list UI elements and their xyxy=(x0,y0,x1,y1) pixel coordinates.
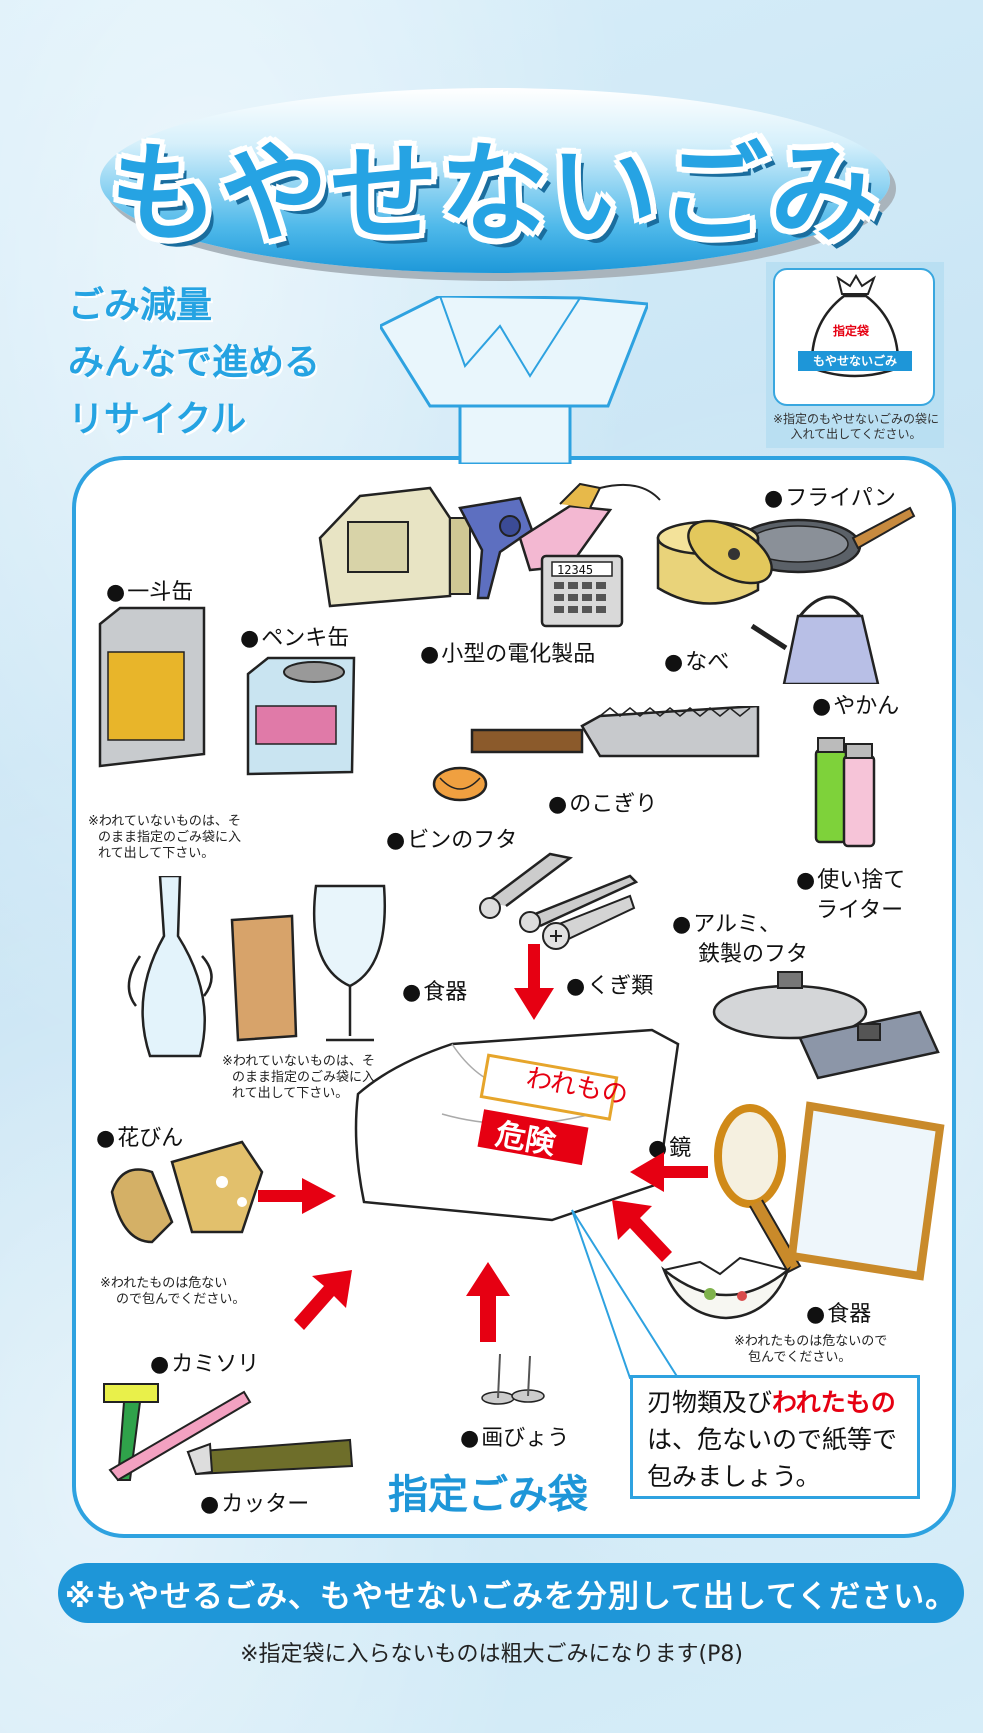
label-bottle-cap: ビンのフタ xyxy=(386,822,517,854)
note-vase-1: ※われたものは危ない xyxy=(100,1276,228,1291)
label-oil-can: 一斗缶 xyxy=(106,574,193,606)
bag-label: もやせないごみ xyxy=(798,351,912,371)
designated-bag-frame xyxy=(773,268,935,406)
small-appliances-icon: 12345 xyxy=(318,482,661,628)
note-vase-2: ので包んでください。 xyxy=(116,1292,246,1307)
arrow-up-left-icon xyxy=(612,1200,672,1262)
arrow-down-icon xyxy=(514,944,554,1020)
nails-icon xyxy=(479,852,639,950)
note-cans-2: のまま指定のごみ袋に入 xyxy=(98,830,242,845)
slogan-line-3: リサイクル xyxy=(68,399,247,440)
arrow-up-icon xyxy=(466,1262,510,1342)
warning-text-2: は、危ないので紙等で xyxy=(647,1425,898,1454)
bottle-cap-icon xyxy=(432,766,488,802)
label-cutter: カッター xyxy=(200,1486,309,1518)
title-banner xyxy=(100,88,890,273)
warning-box: 刃物類及びわれたもの は、危ないので紙等で 包みましょう。 xyxy=(630,1375,920,1499)
note-glass-3: れて出して下さい。 xyxy=(232,1086,349,1101)
label-thumbtack: 画びょう xyxy=(460,1420,569,1452)
label-aluminum-lid-2: 鉄製のフタ xyxy=(698,942,809,967)
cookware-icon xyxy=(656,506,916,684)
label-kettle: やかん xyxy=(812,688,899,720)
vase-icon xyxy=(110,1140,264,1244)
warning-text-1: 刃物類及び xyxy=(647,1388,773,1417)
label-lighter-1: 使い捨て xyxy=(796,862,905,894)
oversize-footnote: ※指定袋に入らないものは粗大ごみになります(P8) xyxy=(240,1642,743,1667)
warning-text-red: われたもの xyxy=(772,1388,896,1417)
label-lighter-2: ライター xyxy=(816,898,904,923)
label-tableware-bottom: 食器 xyxy=(806,1296,871,1328)
funnel-icon xyxy=(380,296,648,464)
note-tableware-2: 包んでください。 xyxy=(748,1350,852,1365)
mirror-icon xyxy=(714,1101,945,1281)
label-pot: なべ xyxy=(664,644,729,676)
note-cans-3: れて出して下さい。 xyxy=(98,846,215,861)
broken-bowl-icon xyxy=(661,1256,791,1320)
label-nails: くぎ類 xyxy=(566,968,653,1000)
arrow-left-icon xyxy=(630,1152,708,1192)
label-small-appliances: 小型の電化製品 xyxy=(420,636,595,668)
label-saw: のこぎり xyxy=(548,786,657,818)
warning-text-3: 包みましょう。 xyxy=(647,1462,821,1491)
page-title: もやせないごみ xyxy=(109,132,880,257)
label-aluminum-lid-1: アルミ、 xyxy=(672,906,781,938)
note-glass-2: のまま指定のごみ袋に入 xyxy=(232,1070,376,1085)
separation-banner: ※もやせるごみ、もやせないごみを分別して出してください。 xyxy=(58,1563,964,1623)
designated-bag-caption: 指定ごみ袋 xyxy=(388,1472,588,1518)
designated-bag-icon xyxy=(354,1028,680,1222)
label-razor: カミソリ xyxy=(150,1346,259,1378)
arrow-up-right-icon xyxy=(294,1270,352,1330)
slogan-line-2: みんなで進める xyxy=(68,342,321,383)
arrow-right-icon xyxy=(258,1178,336,1214)
label-paint-can: ペンキ缶 xyxy=(240,620,349,652)
label-tableware-top: 食器 xyxy=(402,974,467,1006)
metal-lid-icon xyxy=(712,971,940,1080)
bag-note: ※指定のもやせないごみの袋に入れて出してください。 xyxy=(772,412,940,441)
calculator-display: 12345 xyxy=(557,563,593,577)
lighter-icon xyxy=(814,737,876,848)
note-cans-1: ※われていないものは、そ xyxy=(88,814,241,829)
saw-icon xyxy=(470,706,760,758)
glassware-icon xyxy=(127,876,386,1058)
slogan-line-1: ごみ減量 xyxy=(68,285,213,326)
callout-pointer xyxy=(571,1209,680,1379)
thumbtack-icon xyxy=(481,1353,545,1405)
label-vase: 花びん xyxy=(96,1120,183,1152)
razor-cutter-icon xyxy=(103,1383,354,1482)
paint-can-icon xyxy=(246,656,356,776)
label-frying-pan: フライパン xyxy=(764,480,896,512)
oil-can-icon xyxy=(98,606,206,768)
note-tableware-1: ※われたものは危ないので xyxy=(734,1334,888,1349)
bag-tag-text: 指定袋 xyxy=(833,324,870,338)
note-glass-1: ※われていないものは、そ xyxy=(222,1054,375,1069)
label-mirror: 鏡 xyxy=(648,1130,691,1162)
